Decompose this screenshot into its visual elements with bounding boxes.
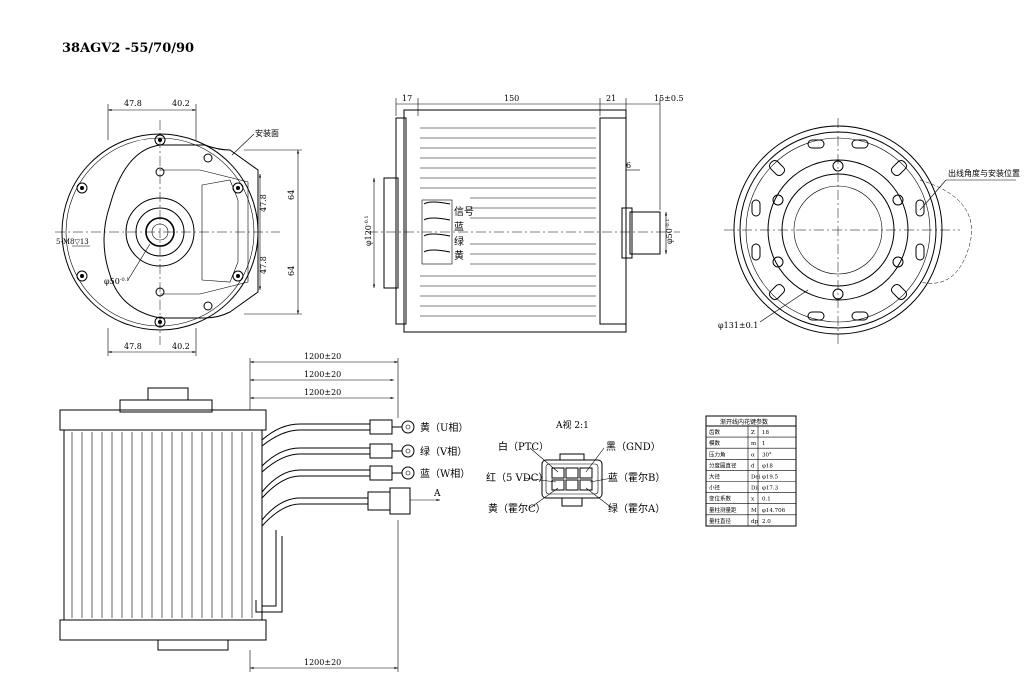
connector-black: 黑（GND）: [606, 441, 661, 453]
side-wire-green: 绿: [454, 235, 464, 248]
bolt-hole-group: [76, 134, 244, 328]
spline-cell: 变位系数: [709, 495, 732, 503]
spline-cell: 大径: [709, 473, 721, 481]
connector-title: A视 2:1: [555, 419, 589, 431]
front-vdim-1: 47.8: [259, 194, 268, 212]
model-title: 38AGV2 -55/70/90: [62, 41, 194, 56]
spline-cell: 齿数: [709, 428, 721, 436]
side-dim-17: 17: [402, 94, 412, 103]
spline-cell: M: [751, 508, 757, 514]
front-vdim-2: 47.8: [259, 256, 268, 274]
front-dim-top-left: 47.8: [124, 99, 142, 108]
spline-cell: 18: [762, 430, 769, 436]
spline-cell: dp: [751, 519, 759, 525]
spline-cell: φ17.3: [762, 486, 779, 492]
spline-cell: 分度圆直径: [709, 461, 737, 469]
connector-red: 红（5 VDC）: [486, 471, 548, 484]
front-dim-bottom-left: 47.8: [124, 342, 142, 351]
cable-phase-u: 黄（U相）: [420, 421, 468, 434]
spline-cell: 压力角: [709, 450, 726, 458]
spline-title: 渐开线内花键参数: [720, 418, 768, 426]
rear-view: φ131±0.1 出线角度与安装位置: [718, 118, 1020, 345]
connector-view: A视 2:1 白（PTC） 黑（GND） 红（5 VDC） 蓝（霍尔B） 黄（霍…: [486, 419, 665, 515]
spline-cell: 量柱测量距: [709, 506, 737, 514]
spline-cell: 2.0: [762, 519, 771, 525]
cooling-fins: [420, 127, 596, 317]
cable-phase-v: 绿（V相）: [420, 445, 467, 458]
spline-cell: φ19.5: [762, 475, 779, 481]
spline-cell: α: [751, 452, 755, 458]
rear-dia: φ131±0.1: [718, 321, 758, 330]
screw-hole-label: 5-M8▽13: [56, 238, 89, 246]
cable-fins: [71, 432, 253, 618]
spline-cell: 1: [762, 441, 766, 447]
side-dim-150: 150: [504, 94, 519, 103]
spline-cell: 小径: [709, 484, 721, 492]
spline-cell: Dei: [751, 475, 761, 481]
rear-note: 出线角度与安装位置: [948, 168, 1020, 178]
side-dim-6: 6: [626, 161, 631, 170]
spline-cell: 0.1: [762, 497, 771, 503]
front-vdim-4: 64: [287, 266, 296, 276]
spline-cell: 量柱直径: [709, 517, 732, 525]
spline-cell: Z: [751, 430, 755, 436]
mounting-face-label: 安装面: [255, 128, 279, 138]
front-vdim-3: 64: [287, 190, 296, 200]
wire-exit-group: [421, 199, 453, 265]
side-wire-signal: 信号: [454, 206, 474, 218]
connector-pins: [551, 467, 593, 491]
connector-white: 白（PTC）: [498, 440, 549, 453]
side-shaft-dia: φ50-0.1: [665, 219, 674, 244]
cable-len-bottom: 1200±20: [304, 658, 341, 667]
spline-cell: 模数: [709, 439, 721, 447]
front-view: 47.8 40.2 47.8 40.2 47.8 47.8 64 64 安装面 …: [55, 99, 302, 356]
cable-len-1: 1200±20: [304, 352, 341, 361]
cable-phase-w: 蓝（W相）: [420, 467, 470, 480]
spline-cell: φ14.706: [762, 508, 786, 514]
connector-blue: 蓝（霍尔B）: [608, 471, 665, 484]
front-shaft-dia: φ50-0.1: [104, 277, 129, 286]
side-dim-21: 21: [606, 94, 616, 103]
connector-yellow: 黄（霍尔C）: [488, 502, 546, 515]
front-dim-top-right: 40.2: [172, 99, 190, 108]
cable-arrow-a: A: [433, 489, 441, 499]
cable-len-3: 1200±20: [304, 388, 341, 397]
side-wire-yellow: 黄: [454, 249, 464, 262]
rear-slots: [751, 139, 925, 321]
spline-cell: φ18: [762, 463, 773, 469]
spline-cell: x: [751, 497, 755, 503]
front-dim-bottom-right: 40.2: [172, 342, 190, 351]
side-dim-15: 15±0.5: [654, 94, 684, 103]
spline-cell: m: [751, 441, 757, 447]
cable-view: 黄（U相） 绿（V相） 蓝（W相） A 1200±20 1200±20 1200…: [59, 352, 470, 672]
spline-cell: d: [751, 463, 755, 469]
spline-cell: 30°: [762, 452, 772, 458]
side-pilot-dia: φ120-0.1: [364, 215, 373, 246]
connector-green: 绿（霍尔A）: [608, 502, 665, 515]
side-view: 信号 蓝 绿 黄 17 150 21 15±0.5 6 φ120-0.1 φ50…: [364, 94, 684, 333]
cable-len-2: 1200±20: [304, 370, 341, 379]
side-wire-blue: 蓝: [454, 221, 464, 233]
spline-cell: Dii: [751, 486, 759, 492]
